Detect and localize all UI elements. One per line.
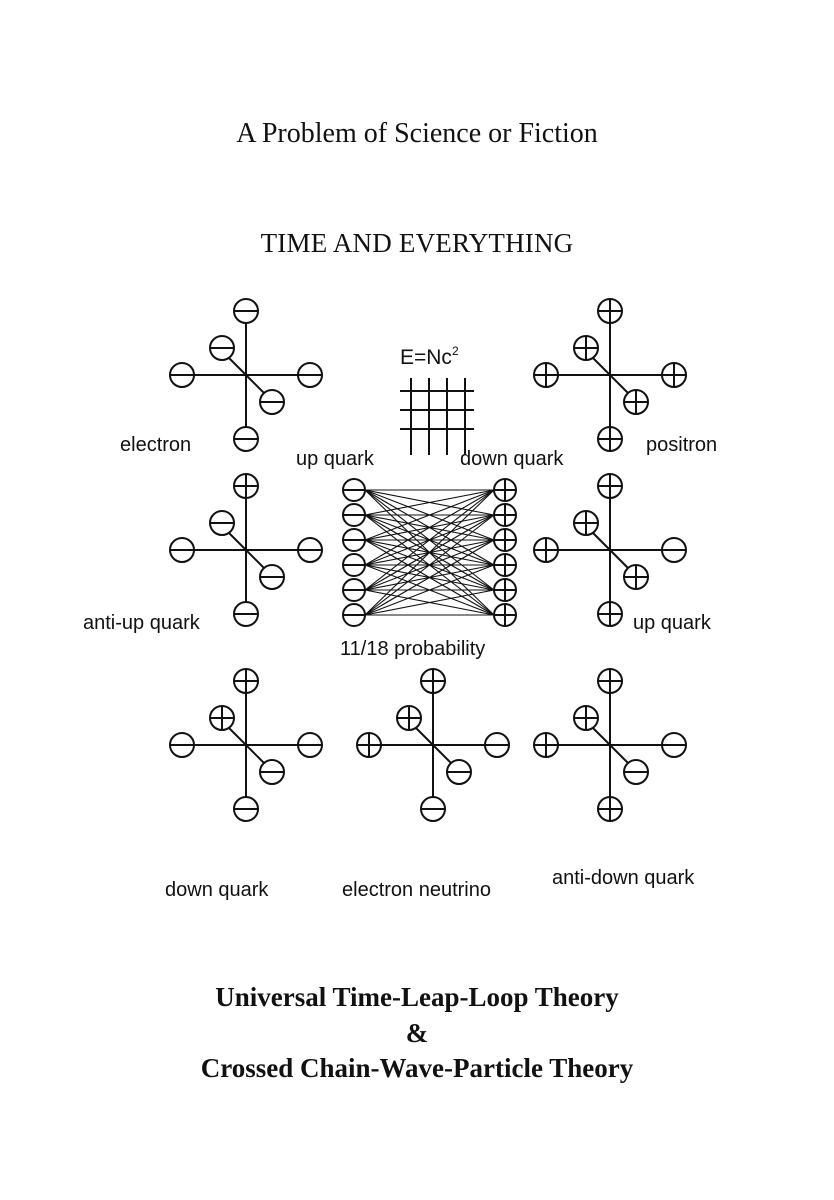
charge-top [233,473,259,499]
charge-right [661,537,687,563]
particle-electron [169,298,323,452]
label-positron: positron [646,434,717,456]
label-anti-down-quark: anti-down quark [552,867,695,889]
charge-bottom [233,601,259,627]
particle-electron-neutrino [356,668,510,822]
network-node-left [342,603,366,627]
charge-upper-left [573,510,599,536]
charge-left [533,537,559,563]
network-node-right [493,528,517,552]
footer-theory-1: Universal Time-Leap-Loop Theory [215,982,619,1012]
particle-anti-down-quark [533,668,687,822]
particle-diagram: E=Nc2 electron up quark down quark posit… [83,298,717,901]
charge-right [661,732,687,758]
charge-left [169,537,195,563]
charge-right [297,362,323,388]
spacetime-grid [400,378,474,455]
particle-anti-up-quark [169,473,323,627]
charge-bottom [597,796,623,822]
network-node-left [342,578,366,602]
charge-right [484,732,510,758]
particle-down-quark [169,668,323,822]
charge-right [297,732,323,758]
charge-lower-right [259,389,285,415]
charge-lower-right [259,759,285,785]
charge-lower-right [259,564,285,590]
label-electron: electron [120,434,191,456]
connection-network [342,478,517,627]
network-node-right [493,578,517,602]
network-node-right [493,478,517,502]
label-down-quark-top: down quark [460,448,564,470]
charge-upper-left [209,335,235,361]
charge-lower-right [446,759,472,785]
charge-upper-left [396,705,422,731]
label-anti-up-quark: anti-up quark [83,612,201,634]
network-node-left [342,478,366,502]
equation: E=Nc2 [400,344,459,369]
network-node-right [493,503,517,527]
footer-theory-2: Crossed Chain-Wave-Particle Theory [200,1053,634,1083]
subtitle: A Problem of Science or Fiction [236,118,598,149]
label-up-quark-right: up quark [633,612,712,634]
label-up-quark-top: up quark [296,448,375,470]
network-links [364,489,495,616]
charge-top [233,668,259,694]
network-node-left [342,503,366,527]
charge-top [420,668,446,694]
charge-bottom [597,601,623,627]
network-node-left [342,553,366,577]
label-down-quark-bottom: down quark [165,879,269,901]
charge-top [597,668,623,694]
charge-left [169,362,195,388]
footer-ampersand: & [405,1018,429,1048]
particle-positron [533,298,687,452]
particle-up-quark [533,473,687,627]
charge-top [597,473,623,499]
charge-upper-left [209,510,235,536]
label-probability: 11/18 probability [340,638,485,660]
charge-lower-right [623,389,649,415]
charge-upper-left [209,705,235,731]
charge-lower-right [623,759,649,785]
charge-bottom [233,796,259,822]
charge-left [533,362,559,388]
page-title: TIME AND EVERYTHING [260,228,574,258]
charge-bottom [597,426,623,452]
charge-bottom [233,426,259,452]
network-node-right [493,603,517,627]
charge-right [297,537,323,563]
charge-left [533,732,559,758]
charge-right [661,362,687,388]
charge-upper-left [573,705,599,731]
label-electron-neutrino: electron neutrino [342,879,491,901]
charge-lower-right [623,564,649,590]
charge-left [356,732,382,758]
charge-bottom [420,796,446,822]
charge-top [233,298,259,324]
charge-upper-left [573,335,599,361]
network-node-right [493,553,517,577]
charge-left [169,732,195,758]
network-node-left [342,528,366,552]
charge-top [597,298,623,324]
